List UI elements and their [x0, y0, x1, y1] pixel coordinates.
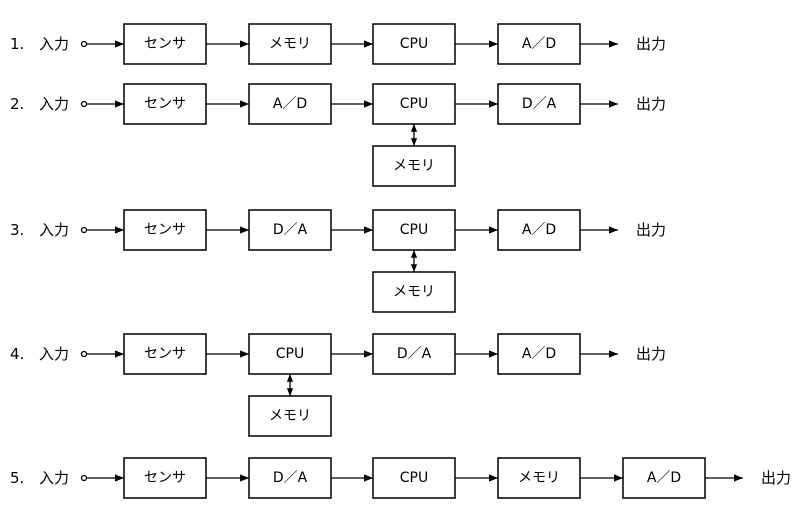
block-box	[248, 209, 332, 251]
block-label: A／D	[522, 346, 556, 362]
diagram-row: 5. 入力 センサ D／A CPU メモリ A／D 出力	[10, 457, 791, 499]
block-label: CPU	[400, 222, 428, 238]
block-box	[372, 83, 456, 125]
output-label: 出力	[636, 95, 666, 113]
input-terminal	[80, 40, 88, 48]
row-number: 5.	[10, 469, 24, 487]
row-number: 3.	[10, 221, 24, 239]
block-box	[372, 209, 456, 251]
memory-label: メモリ	[393, 158, 435, 174]
block-box	[248, 83, 332, 125]
block-label: メモリ	[269, 36, 311, 52]
block-box	[123, 209, 207, 251]
block-label: CPU	[400, 96, 428, 112]
row-number: 4.	[10, 345, 24, 363]
input-terminal	[80, 474, 88, 482]
block-box	[372, 333, 456, 375]
row-number: 1.	[10, 35, 24, 53]
block-label: センサ	[144, 222, 186, 238]
block-label: D／A	[273, 222, 308, 238]
block-label: センサ	[144, 470, 186, 486]
input-terminal	[80, 350, 88, 358]
block-label: CPU	[400, 36, 428, 52]
diagram-row: 1. 入力 センサ メモリ CPU A／D 出力	[10, 23, 666, 65]
output-label: 出力	[636, 221, 666, 239]
block-label: A／D	[522, 36, 556, 52]
block-label: A／D	[647, 470, 681, 486]
block-label: センサ	[144, 96, 186, 112]
block-label: センサ	[144, 36, 186, 52]
memory-box	[248, 395, 332, 437]
block-box	[123, 83, 207, 125]
input-label: 入力	[39, 345, 69, 363]
input-label: 入力	[39, 35, 69, 53]
block-box	[248, 457, 332, 499]
memory-label: メモリ	[269, 408, 311, 424]
block-label: A／D	[522, 222, 556, 238]
block-box	[372, 457, 456, 499]
block-label: D／A	[397, 346, 432, 362]
block-label: CPU	[400, 470, 428, 486]
memory-label: メモリ	[393, 284, 435, 300]
input-label: 入力	[39, 469, 69, 487]
output-label: 出力	[636, 35, 666, 53]
output-label: 出力	[761, 469, 791, 487]
block-label: センサ	[144, 346, 186, 362]
block-label: A／D	[273, 96, 307, 112]
memory-box	[372, 145, 456, 187]
block-box	[372, 23, 456, 65]
memory-box	[372, 271, 456, 313]
input-terminal	[80, 226, 88, 234]
block-label: D／A	[273, 470, 308, 486]
block-label: CPU	[276, 346, 304, 362]
row-number: 2.	[10, 95, 24, 113]
block-box	[123, 333, 207, 375]
block-box	[497, 23, 581, 65]
input-terminal	[80, 100, 88, 108]
output-label: 出力	[636, 345, 666, 363]
block-box	[497, 209, 581, 251]
block-label: メモリ	[518, 470, 560, 486]
block-box	[123, 457, 207, 499]
block-label: D／A	[522, 96, 557, 112]
input-label: 入力	[39, 221, 69, 239]
input-label: 入力	[39, 95, 69, 113]
block-box	[622, 457, 706, 499]
block-box	[497, 457, 581, 499]
